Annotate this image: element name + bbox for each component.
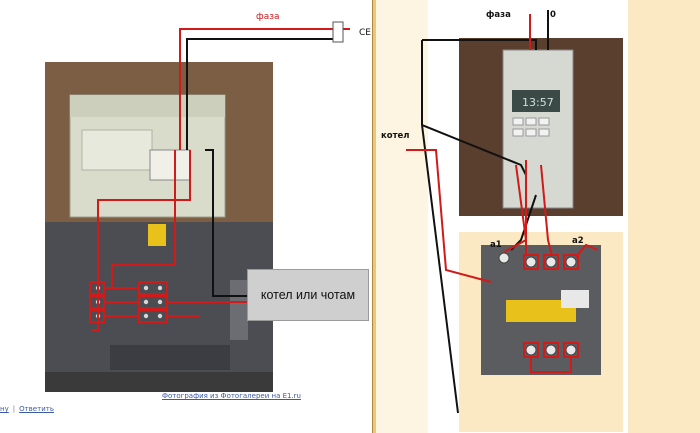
timer-label-plate — [81, 129, 153, 171]
red-wire-right — [406, 14, 599, 373]
phase-label-left: фаза — [256, 12, 280, 22]
footer-links: ну|Ответить — [0, 405, 54, 413]
timer-screen — [512, 90, 560, 112]
contactor-base — [110, 345, 230, 370]
device-label-box: котел или чотам — [247, 269, 369, 321]
footer-separator: | — [12, 405, 16, 413]
contactor-yellow-lever — [148, 224, 166, 246]
left-photo-panel: фаза CE котел или чотам Фотография из Фо… — [0, 12, 372, 413]
ce-label: CE — [359, 28, 371, 38]
reply-link[interactable]: Ответить — [19, 405, 54, 413]
zero-label: 0 — [550, 10, 556, 20]
photo-caption-link[interactable]: Фотография из Фотогалереи на E1.ru — [162, 392, 301, 400]
contactor-nameplate — [561, 290, 589, 308]
contact-a2-label: a2 — [572, 236, 584, 246]
timer-display-text: 13:57 — [522, 96, 554, 109]
red-wire-left — [89, 28, 350, 331]
contactor-yellow-band — [506, 300, 576, 322]
device-label-text: котел или чотам — [260, 288, 356, 302]
footer-left-link[interactable]: ну — [0, 405, 9, 413]
right-diagram: 13:57 — [376, 0, 700, 433]
timer-terminal-block — [149, 149, 191, 181]
timer-buttons — [512, 117, 550, 137]
right-diagram-panel: 13:57 — [376, 0, 700, 433]
contactor-side-label — [230, 280, 248, 340]
right-edge-band — [626, 0, 700, 433]
panel-divider — [372, 0, 376, 433]
contactor-terminals — [498, 252, 577, 356]
timer-device-top — [70, 95, 225, 117]
left-diagram: фаза CE — [45, 12, 371, 392]
black-wire-left — [186, 38, 338, 297]
contact-a1-label: a1 — [490, 240, 502, 250]
phase-label-right: фаза — [486, 10, 511, 20]
boiler-label: котел — [381, 131, 410, 141]
ce-terminal — [332, 21, 344, 43]
